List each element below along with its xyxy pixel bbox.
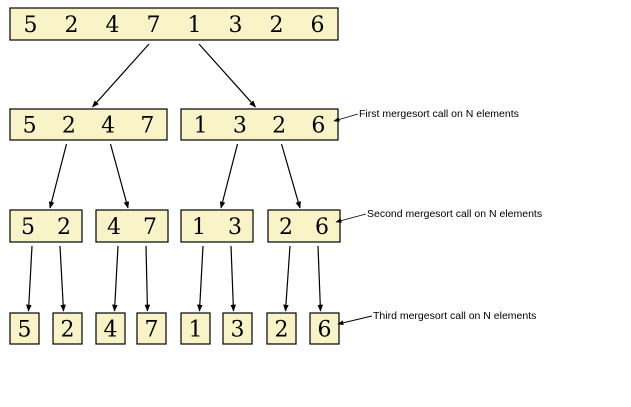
array-box-level1-group1 [180,108,339,141]
annotation-arrow-third [337,315,373,326]
annotation-third: Third mergesort call on N elements [373,310,536,322]
annotation-arrow-first [333,113,359,122]
array-box-level3-group0 [9,312,40,345]
array-value: 6 [315,215,329,240]
array-value: 6 [311,114,325,139]
annotation-second: Second mergesort call on N elements [367,208,542,220]
split-arrow-level2-group1-child1 [144,245,151,312]
array-value: 4 [104,318,118,343]
array-value: 3 [228,215,242,240]
array-value: 5 [24,13,38,38]
array-box-level2-group1 [95,209,169,243]
array-value: 3 [231,318,245,343]
array-value: 5 [21,215,35,240]
array-value: 2 [275,318,289,343]
split-arrow-level2-group0-child0 [26,245,33,312]
split-arrows [26,43,324,312]
split-arrow-level2-group1-child0 [112,245,119,312]
array-value: 5 [23,114,37,139]
array-value: 7 [145,318,159,343]
array-box-level0-group0 [9,7,339,41]
array-box-level3-group3 [136,312,167,345]
array-box-level3-group4 [180,312,211,345]
split-arrow-level2-group2-child1 [230,245,237,312]
split-arrow-level2-group3-child1 [317,245,324,312]
array-box-level2-group2 [180,209,254,243]
array-value: 3 [233,114,247,139]
array-box-level3-group7 [309,312,340,345]
split-arrow-level2-group2-child0 [197,245,204,312]
split-arrow-level1-group0-child0 [48,143,68,209]
array-value: 3 [229,13,243,38]
split-arrow-level2-group0-child1 [59,245,66,312]
array-box-level3-group6 [266,312,297,345]
annotation-arrow-second [335,213,367,223]
array-box-level2-group0 [9,209,83,243]
array-value: 1 [188,13,202,38]
array-value: 4 [107,215,121,240]
split-arrow-level0-group0-child0 [92,43,150,108]
array-value: 2 [62,114,76,139]
array-box-level3-group5 [222,312,253,345]
array-value: 1 [194,114,208,139]
array-value: 2 [272,114,286,139]
array-value: 2 [57,215,71,240]
split-arrow-level2-group3-child0 [283,245,291,312]
split-arrow-level1-group1-child0 [219,143,239,209]
array-value: 2 [61,318,75,343]
array-value: 2 [65,13,79,38]
array-box-level3-group1 [52,312,83,345]
array-box-level1-group0 [9,108,168,141]
array-value: 1 [192,215,206,240]
array-value: 6 [311,13,325,38]
annotation-first: First mergesort call on N elements [359,108,519,120]
array-value: 4 [101,114,115,139]
split-arrow-level1-group1-child1 [280,143,301,209]
array-value: 6 [318,318,332,343]
array-box-level3-group2 [95,312,126,345]
array-value: 4 [106,13,120,38]
array-value: 1 [189,318,203,343]
array-value: 7 [140,114,154,139]
array-value: 2 [270,13,284,38]
annotations: First mergesort call on N elements Secon… [333,108,542,326]
split-arrow-level1-group0-child1 [109,143,130,209]
array-value: 2 [279,215,293,240]
split-arrow-level0-group0-child1 [198,43,256,108]
array-box-level2-group3 [267,209,341,243]
array-value: 7 [147,13,161,38]
array-value: 5 [18,318,32,343]
array-value: 7 [143,215,157,240]
